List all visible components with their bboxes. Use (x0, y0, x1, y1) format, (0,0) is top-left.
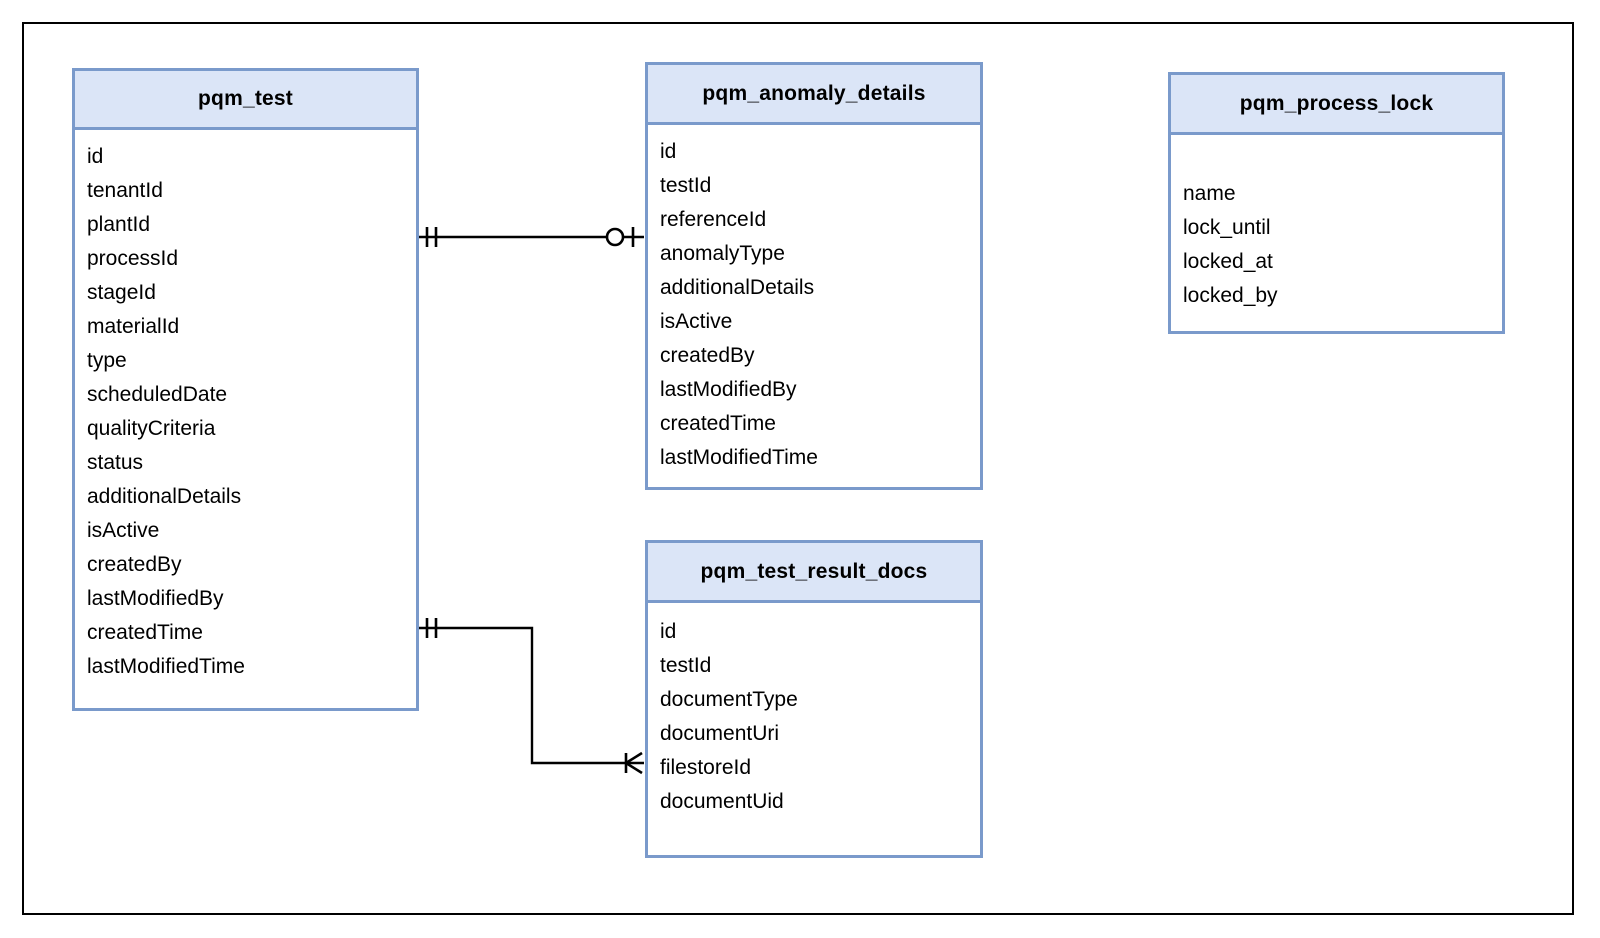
entity-fields-pqm-test: id tenantId plantId processId stageId ma… (75, 130, 416, 684)
field-row: lock_until (1183, 216, 1271, 239)
field-row: documentUid (660, 790, 784, 813)
field-row: createdTime (660, 412, 776, 435)
entity-title-pqm-process-lock: pqm_process_lock (1171, 75, 1502, 135)
entity-pqm-anomaly-details[interactable]: pqm_anomaly_details id testId referenceI… (645, 62, 983, 490)
entity-fields-pqm-test-result-docs: id testId documentType documentUri files… (648, 603, 980, 819)
field-row: additionalDetails (660, 276, 815, 299)
field-row: locked_at (1183, 250, 1273, 273)
field-row: locked_by (1183, 284, 1278, 307)
entity-pqm-process-lock[interactable]: pqm_process_lock name lock_until locked_… (1168, 72, 1505, 334)
field-row: referenceId (660, 208, 767, 231)
field-row: plantId (87, 213, 151, 236)
entity-title-pqm-test-result-docs: pqm_test_result_docs (648, 543, 980, 603)
field-row: documentUri (660, 722, 780, 745)
entity-fields-pqm-process-lock: name lock_until locked_at locked_by (1171, 135, 1502, 313)
field-row: tenantId (87, 179, 163, 202)
entity-title-pqm-anomaly-details: pqm_anomaly_details (648, 65, 980, 125)
field-row: name (1183, 182, 1236, 205)
field-row: additionalDetails (87, 485, 242, 508)
field-row: id (660, 140, 677, 163)
field-row: scheduledDate (87, 383, 228, 406)
field-row: isActive (660, 310, 733, 333)
entity-fields-pqm-anomaly-details: id testId referenceId anomalyType additi… (648, 125, 980, 475)
entity-title-pqm-test: pqm_test (75, 71, 416, 130)
field-row: type (87, 349, 127, 372)
field-row: qualityCriteria (87, 417, 216, 440)
field-row: createdBy (87, 553, 182, 576)
field-row: id (87, 145, 104, 168)
field-row: documentType (660, 688, 798, 711)
field-row: createdTime (87, 621, 203, 644)
field-row: filestoreId (660, 756, 752, 779)
field-row: testId (660, 174, 712, 197)
field-row: lastModifiedTime (660, 446, 818, 469)
field-row: id (660, 620, 677, 643)
field-row: testId (660, 654, 712, 677)
field-row: stageId (87, 281, 156, 304)
field-row: materialId (87, 315, 180, 338)
field-row: isActive (87, 519, 160, 542)
entity-pqm-test[interactable]: pqm_test id tenantId plantId processId s… (72, 68, 419, 711)
field-row: lastModifiedBy (660, 378, 797, 401)
field-row: processId (87, 247, 179, 270)
field-row: createdBy (660, 344, 755, 367)
entity-pqm-test-result-docs[interactable]: pqm_test_result_docs id testId documentT… (645, 540, 983, 858)
field-row: anomalyType (660, 242, 785, 265)
field-row: lastModifiedTime (87, 655, 245, 678)
field-row: status (87, 451, 144, 474)
field-row: lastModifiedBy (87, 587, 224, 610)
